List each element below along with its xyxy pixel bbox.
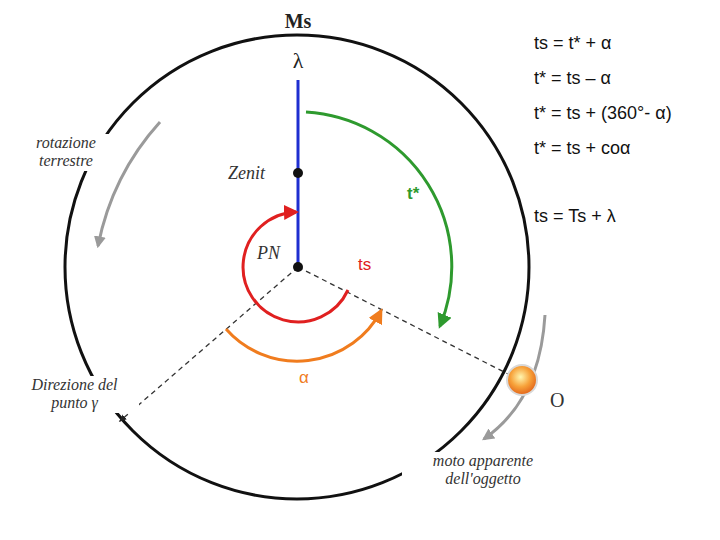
object-direction: [298, 267, 508, 374]
gamma-direction: [120, 267, 298, 421]
longitude-symbol: λ: [291, 48, 306, 73]
rotation-label: rotazione terrestre: [18, 134, 114, 171]
zenith-dot: [293, 168, 303, 178]
object-label: O: [548, 389, 566, 412]
formula: ts = t* + α: [532, 33, 613, 54]
motion-arrow: [484, 315, 545, 439]
gamma-label: Direzione del punto γ: [10, 376, 139, 413]
tstar-arc: [306, 112, 452, 326]
celestial-circle: [65, 35, 529, 499]
sidereal-time-label: ts: [356, 255, 373, 275]
formula: ts = Ts + λ: [532, 206, 618, 227]
hour-angle-label: t*: [405, 184, 421, 204]
pole-dot: [293, 262, 303, 272]
alpha-arc: [226, 311, 381, 361]
right-ascension-label: α: [297, 368, 311, 388]
formula: t* = ts + (360°- α): [532, 103, 674, 124]
pole-label: PN: [255, 243, 282, 264]
ts-arc: [243, 212, 348, 322]
formula: t* = ts – α: [532, 68, 613, 89]
motion-label: moto apparente dell'oggetto: [402, 452, 564, 489]
zenith-label: Zenit: [226, 163, 267, 184]
meridian-name: Ms: [283, 10, 314, 33]
formula: t* = ts + coα: [532, 138, 632, 159]
sun-object: [507, 365, 537, 395]
